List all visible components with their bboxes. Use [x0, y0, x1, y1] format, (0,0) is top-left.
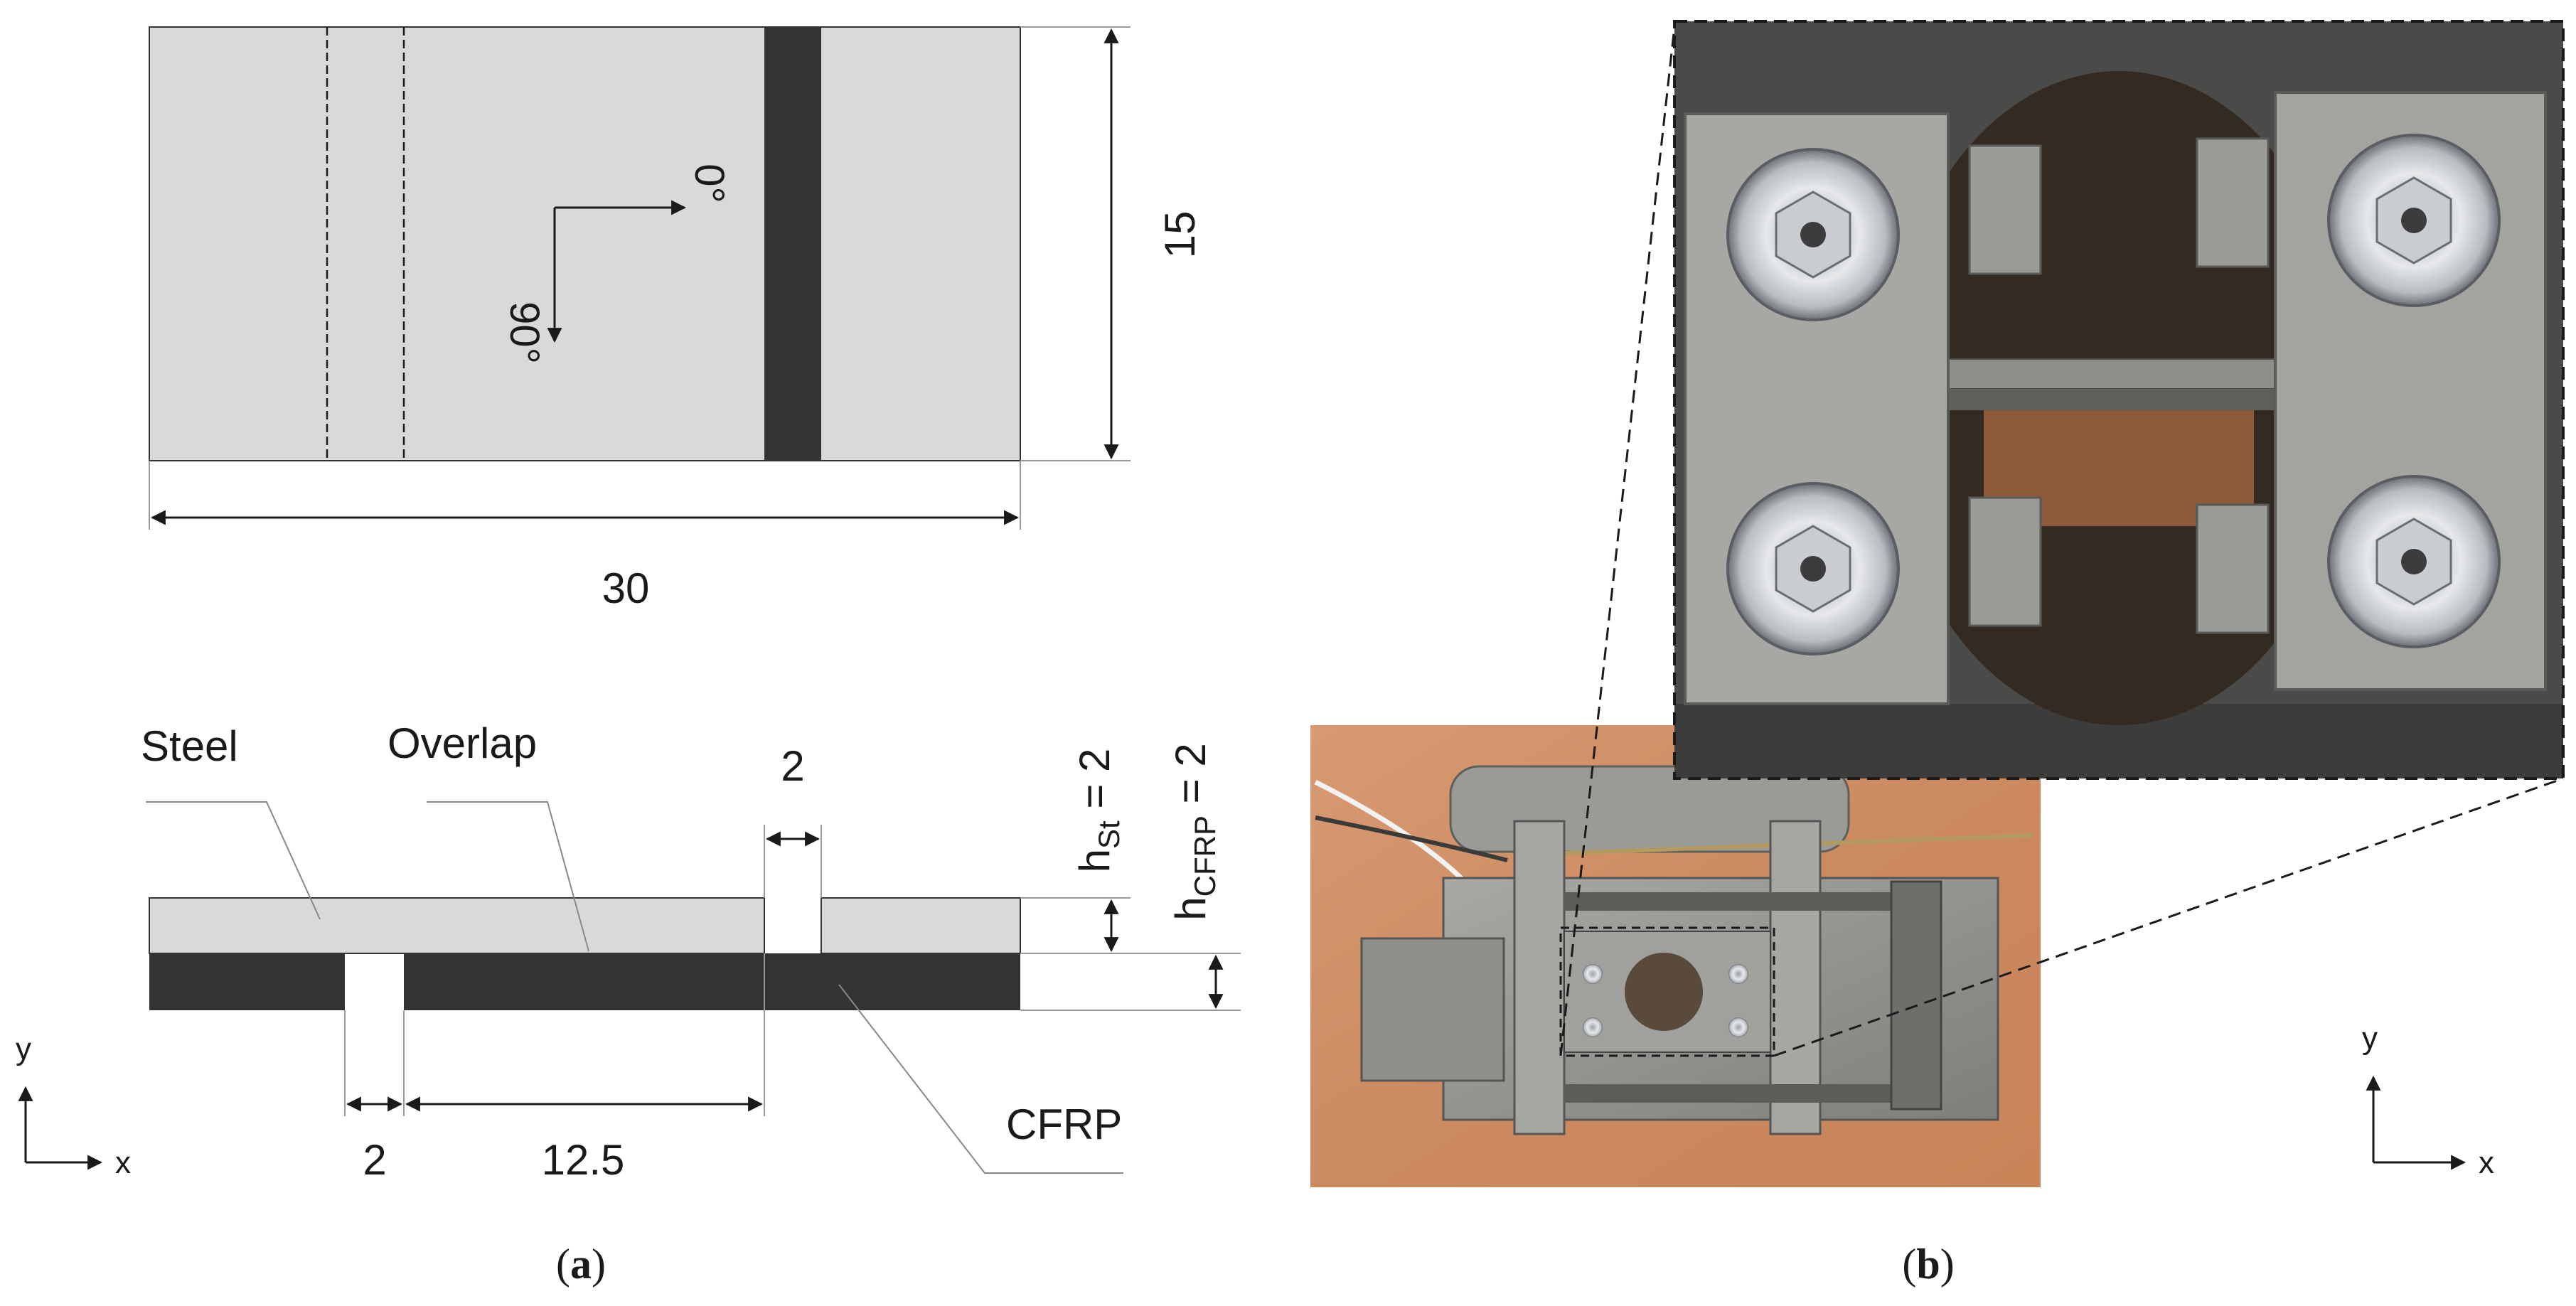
inset-frame	[1673, 20, 2565, 780]
panel-b: y x (b)	[1310, 20, 2565, 1288]
steel-label: Steel	[141, 722, 238, 770]
side-view: Steel Overlap CFRP 2 2 12.5 hSt = 2 hCFR…	[141, 719, 1241, 1184]
gap-bottom-dimension-label: 2	[363, 1136, 386, 1184]
caption-b: (b)	[1902, 1241, 1954, 1288]
specimen-strip	[1940, 358, 2297, 390]
bolt-top-right	[2327, 134, 2501, 307]
steel-layer-right	[821, 897, 1021, 954]
steel-layer-left	[149, 897, 765, 954]
small-bolt-4	[1728, 1017, 1748, 1037]
cfrp-layer-left	[149, 953, 345, 1010]
overlap-leader-line	[427, 801, 589, 952]
bolt-top-left	[1726, 148, 1900, 321]
specimen-strip-lower	[1941, 389, 2297, 410]
axes-b-x-label: x	[2479, 1145, 2494, 1180]
height-dimension-label: 15	[1156, 211, 1204, 259]
top-view: 0° 90° 15 30	[149, 26, 1204, 612]
axes-a: y x	[16, 1032, 131, 1180]
caption-a: (a)	[556, 1241, 606, 1288]
nut-bottom-right	[2196, 503, 2270, 634]
cfrp-leader-line	[838, 984, 1123, 1174]
small-bolt-3	[1728, 964, 1748, 984]
specimen-top-plate	[149, 26, 1021, 461]
cfrp-layer-right	[404, 953, 1020, 1010]
cfrp-strip-top	[764, 27, 821, 461]
bolt-bottom-left	[1726, 482, 1900, 655]
cfrp-thickness-label: hCFRP = 2	[1167, 743, 1222, 920]
fixture-photo	[1310, 725, 2041, 1187]
panel-a: 0° 90° 15 30 Steel Overl	[16, 26, 1241, 1288]
zoom-connector-left	[1559, 26, 1676, 1056]
cfrp-label: CFRP	[1006, 1101, 1122, 1148]
width-dimension-label: 30	[602, 564, 650, 612]
zoom-region-frame	[1559, 926, 1775, 1057]
steel-thickness-label: hSt = 2	[1071, 749, 1126, 873]
clamp-opening	[1625, 953, 1703, 1031]
bolt-bottom-right	[2327, 475, 2501, 648]
left-end-block	[1360, 937, 1505, 1082]
overlap-dimension-label: 12.5	[542, 1136, 625, 1184]
right-bracket	[1769, 820, 1822, 1135]
upper-spindle	[1564, 892, 1891, 911]
steel-leader-line	[146, 801, 321, 920]
left-bracket	[1513, 820, 1566, 1135]
axes-a-x-label: x	[115, 1145, 131, 1180]
nut-top-right	[2196, 137, 2270, 268]
small-bolt-1	[1583, 964, 1603, 984]
small-bolt-2	[1583, 1017, 1603, 1037]
zoom-inset	[1673, 20, 2565, 780]
nut-bottom-left	[1968, 496, 2042, 627]
gear-right	[1890, 880, 1942, 1110]
gap-top-dimension-label: 2	[781, 742, 804, 790]
overlap-label: Overlap	[388, 719, 537, 767]
axes-b-y-label: y	[2362, 1021, 2378, 1056]
zoom-connector-right	[1773, 777, 2564, 1057]
nut-top-left	[1968, 144, 2042, 275]
cable-dark	[1315, 815, 1508, 862]
orientation-90-label: 90°	[501, 301, 547, 364]
lower-spindle	[1564, 1084, 1891, 1103]
orientation-0-label: 0°	[686, 164, 732, 203]
axes-a-y-label: y	[16, 1032, 31, 1066]
axes-b: y x	[2362, 1021, 2494, 1180]
